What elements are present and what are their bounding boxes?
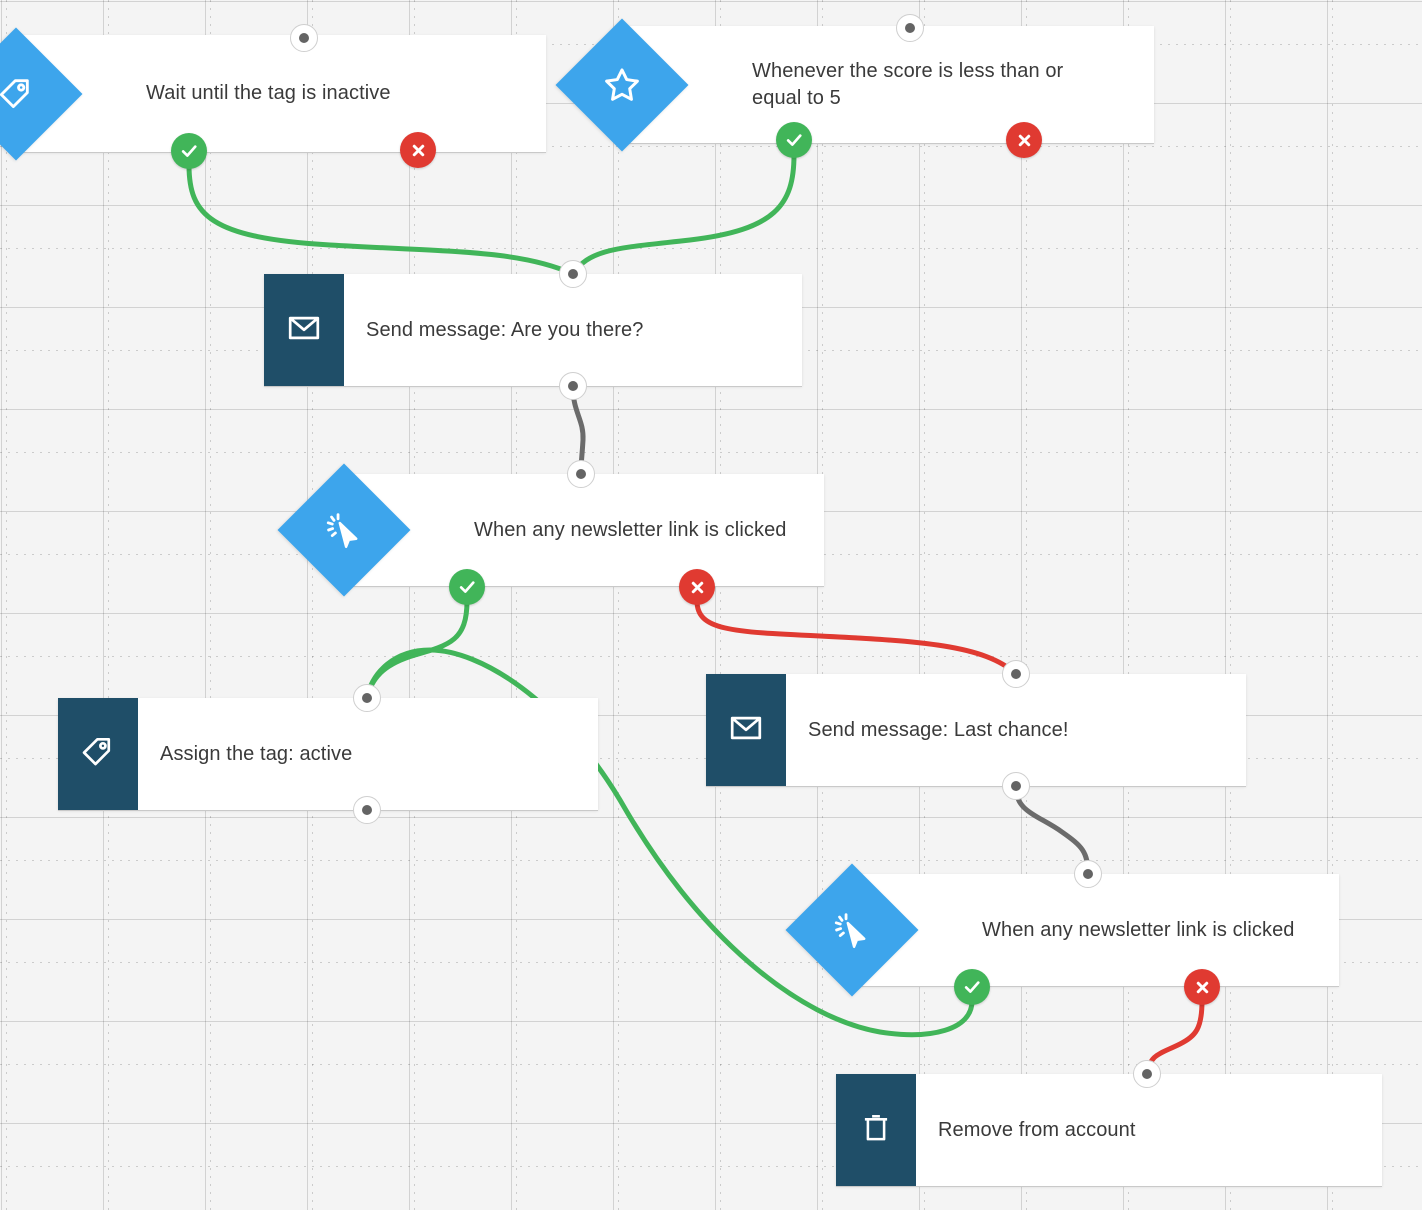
cross-icon bbox=[691, 581, 703, 593]
node-remove-from-account[interactable]: Remove from account bbox=[836, 1074, 1382, 1186]
port-input-newsletter1[interactable] bbox=[567, 460, 595, 488]
port-input-message1[interactable] bbox=[559, 260, 587, 288]
grid-vline bbox=[720, 0, 721, 1210]
node-label: Send message: Last chance! bbox=[808, 718, 1069, 741]
node-label: When any newsletter link is clicked bbox=[474, 518, 787, 541]
grid-hline bbox=[0, 860, 1422, 861]
grid-vline bbox=[210, 0, 211, 1210]
action-icon-box bbox=[264, 274, 344, 386]
port-output-last-chance[interactable] bbox=[1002, 772, 1030, 800]
node-send-are-you-there[interactable]: Send message: Are you there? bbox=[264, 274, 802, 386]
badge-no-newsletter1[interactable] bbox=[679, 569, 715, 605]
grid-hline bbox=[0, 656, 1422, 657]
action-icon-box bbox=[836, 1074, 916, 1186]
cross-icon bbox=[412, 144, 424, 156]
edge-newsletter1-no-to-last-chance bbox=[694, 598, 1019, 677]
grid-vline bbox=[108, 0, 109, 1210]
badge-yes-newsletter2[interactable] bbox=[954, 969, 990, 1005]
grid-vline bbox=[822, 0, 823, 1210]
grid-vline bbox=[312, 0, 313, 1210]
node-label: Assign the tag: active bbox=[160, 742, 353, 765]
grid-vline bbox=[1332, 0, 1333, 1210]
grid-hline bbox=[0, 1064, 1422, 1065]
edge-newsletter1-yes-to-assign-tag bbox=[364, 598, 470, 701]
port-input-remove[interactable] bbox=[1133, 1060, 1161, 1088]
port-output-message1[interactable] bbox=[559, 372, 587, 400]
node-label: Remove from account bbox=[938, 1118, 1136, 1141]
badge-yes-newsletter1[interactable] bbox=[449, 569, 485, 605]
edge-score-yes-to-message1 bbox=[570, 152, 797, 277]
grid-vline bbox=[6, 0, 7, 1210]
node-label: Send message: Are you there? bbox=[366, 318, 644, 341]
grid-vline bbox=[1026, 0, 1027, 1210]
check-icon bbox=[786, 134, 802, 146]
check-icon bbox=[181, 145, 197, 157]
node-score-less-equal-5[interactable]: Whenever the score is less than or equal… bbox=[555, 18, 1154, 151]
port-input-last-chance[interactable] bbox=[1002, 660, 1030, 688]
node-newsletter-click-1[interactable]: When any newsletter link is clicked bbox=[277, 463, 824, 597]
action-icon-box bbox=[58, 698, 138, 810]
grid-vline bbox=[924, 0, 925, 1210]
grid-vline bbox=[414, 0, 415, 1210]
node-label: Wait until the tag is inactive bbox=[146, 82, 391, 104]
node-wait-tag-inactive[interactable]: Wait until the tag is inactive bbox=[0, 27, 546, 160]
badge-no-wait-tag[interactable] bbox=[400, 132, 436, 168]
grid-hline bbox=[0, 248, 1422, 249]
port-input-assign-tag[interactable] bbox=[353, 684, 381, 712]
badge-yes-score[interactable] bbox=[776, 122, 812, 158]
action-icon-box bbox=[706, 674, 786, 786]
port-input-score[interactable] bbox=[896, 14, 924, 42]
check-icon bbox=[964, 981, 980, 993]
edge-last-chance-to-newsletter2 bbox=[1013, 785, 1091, 877]
node-assign-tag-active[interactable]: Assign the tag: active bbox=[58, 698, 598, 810]
node-newsletter-click-2[interactable]: When any newsletter link is clicked bbox=[785, 863, 1339, 997]
port-input-newsletter2[interactable] bbox=[1074, 860, 1102, 888]
badge-no-score[interactable] bbox=[1006, 122, 1042, 158]
grid-vline bbox=[1230, 0, 1231, 1210]
envelope-icon bbox=[728, 710, 764, 751]
check-icon bbox=[459, 581, 475, 593]
badge-yes-wait-tag[interactable] bbox=[171, 133, 207, 169]
badge-no-newsletter2[interactable] bbox=[1184, 969, 1220, 1005]
trash-icon bbox=[858, 1110, 894, 1151]
grid-vline bbox=[618, 0, 619, 1210]
edge-wait-yes-to-message1 bbox=[186, 162, 576, 277]
grid-vline bbox=[1128, 0, 1129, 1210]
envelope-icon bbox=[286, 310, 322, 351]
tag-icon bbox=[79, 733, 117, 776]
port-output-assign-tag[interactable] bbox=[353, 796, 381, 824]
node-label: When any newsletter link is clicked bbox=[982, 918, 1295, 941]
node-send-last-chance[interactable]: Send message: Last chance! bbox=[706, 674, 1246, 786]
grid-hline bbox=[0, 452, 1422, 453]
node-label: Whenever the score is less than or equal… bbox=[752, 59, 1064, 109]
cross-icon bbox=[1018, 134, 1030, 146]
grid-vline bbox=[516, 0, 517, 1210]
port-input-wait-tag[interactable] bbox=[290, 24, 318, 52]
cross-icon bbox=[1196, 981, 1208, 993]
